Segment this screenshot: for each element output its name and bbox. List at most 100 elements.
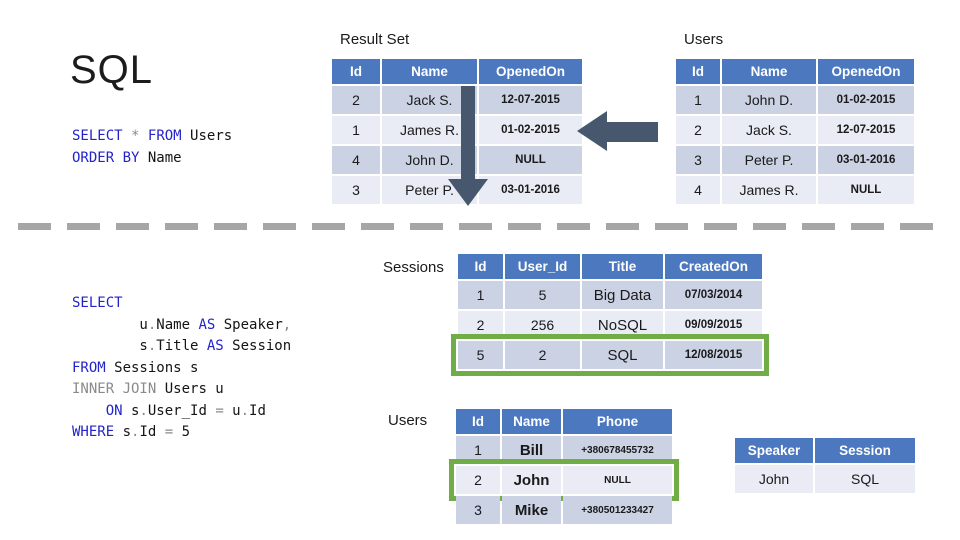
column-header: Phone	[563, 409, 672, 434]
table-cell: 3	[456, 496, 500, 524]
users-bottom-label: Users	[388, 412, 428, 429]
table-cell: John	[502, 466, 561, 494]
column-header: CreatedOn	[665, 254, 762, 279]
column-header: Id	[456, 409, 500, 434]
table-cell: +380501233427	[563, 496, 672, 524]
table-cell: +380678455732	[563, 436, 672, 464]
code-line: ON s.User_Id = u.Id	[105, 402, 266, 419]
table-cell: John D.	[722, 86, 816, 114]
table-cell: 2	[676, 116, 720, 144]
table-cell: Jack S.	[722, 116, 816, 144]
down-arrow-head	[448, 179, 488, 206]
table-cell: NULL	[818, 176, 914, 204]
table-cell: 2	[456, 466, 500, 494]
code-line: SELECT	[72, 295, 123, 311]
column-header: Name	[502, 409, 561, 434]
slide-title: SQL	[70, 48, 154, 92]
table-cell: 09/09/2015	[665, 311, 762, 339]
column-header: Id	[676, 59, 720, 84]
table-cell: 1	[456, 436, 500, 464]
table-cell: 03-01-2016	[479, 176, 582, 204]
table-cell: 256	[505, 311, 580, 339]
table-cell: James R.	[722, 176, 816, 204]
code-line: u.Name AS Speaker,	[72, 316, 292, 333]
table-cell: NULL	[563, 466, 672, 494]
code-line: s.Title AS Session	[72, 338, 292, 354]
column-header: Title	[582, 254, 663, 279]
column-header: Session	[815, 438, 915, 463]
column-header: Name	[382, 59, 477, 84]
table-cell: NULL	[479, 146, 582, 174]
users-top-label: Users	[684, 31, 724, 48]
table-cell: 1	[676, 86, 720, 114]
table-cell: 07/03/2014	[665, 281, 762, 309]
table-cell: 03-01-2016	[818, 146, 914, 174]
table-cell: 01-02-2015	[818, 86, 914, 114]
code-line: WHERE s.Id = 5	[72, 424, 191, 440]
table-cell: 2	[458, 311, 503, 339]
table-cell: 12-07-2015	[479, 86, 582, 114]
table-cell: NoSQL	[582, 311, 663, 339]
left-arrow-head	[577, 111, 607, 151]
code-line: ORDER BY Name	[72, 149, 182, 166]
dashed-divider	[18, 223, 942, 230]
code-line: SELECT * FROM Users	[72, 128, 233, 144]
table-cell: John	[735, 465, 813, 493]
sql-query-join: SELECT u.Name AS Speaker, s.Title AS Ses…	[72, 293, 291, 444]
sessions-label: Sessions	[383, 259, 444, 276]
table-cell: SQL	[582, 341, 663, 369]
table-cell: Bill	[502, 436, 561, 464]
down-arrow-shaft	[461, 86, 475, 179]
table-cell: 4	[676, 176, 720, 204]
left-arrow-shaft	[607, 121, 658, 142]
column-header: OpenedOn	[479, 59, 582, 84]
table-cell: 2	[332, 86, 380, 114]
left-arrow-icon	[577, 111, 658, 152]
column-header: Name	[722, 59, 816, 84]
table-cell: 1	[332, 116, 380, 144]
table-cell: 12-07-2015	[818, 116, 914, 144]
table-cell: SQL	[815, 465, 915, 493]
column-header: User_Id	[505, 254, 580, 279]
down-arrow-icon	[448, 86, 488, 206]
table-cell: 2	[505, 341, 580, 369]
result-set-label: Result Set	[340, 31, 410, 48]
code-line: FROM Sessions s	[72, 359, 199, 376]
code-line: INNER JOIN Users u	[72, 381, 224, 397]
column-header: Speaker	[735, 438, 813, 463]
table-cell: Mike	[502, 496, 561, 524]
table-cell: 5	[505, 281, 580, 309]
table-cell: 4	[332, 146, 380, 174]
table-cell: 3	[332, 176, 380, 204]
column-header: OpenedOn	[818, 59, 914, 84]
table-cell: Big Data	[582, 281, 663, 309]
table-cell: 12/08/2015	[665, 341, 762, 369]
table-cell: 1	[458, 281, 503, 309]
table-cell: 3	[676, 146, 720, 174]
column-header: Id	[332, 59, 380, 84]
table-cell: Peter P.	[722, 146, 816, 174]
column-header: Id	[458, 254, 503, 279]
table-cell: 5	[458, 341, 503, 369]
